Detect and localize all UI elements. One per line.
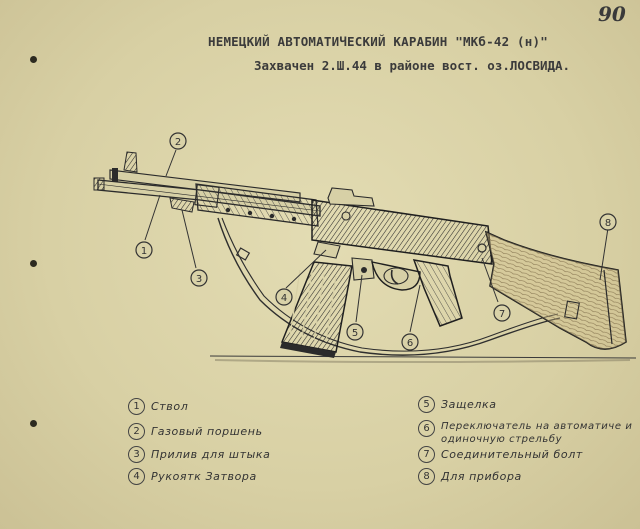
callout-circle-3 <box>190 269 208 287</box>
fire-selector <box>477 243 487 253</box>
legend-number: 1 <box>128 398 145 415</box>
legend-number: 4 <box>128 468 145 485</box>
legend-label: Газовый поршень <box>151 425 263 438</box>
diagram-title: НЕМЕЦКИЙ АВТОМАТИЧЕСКИЙ КАРАБИН "МКб-42 … <box>208 34 548 49</box>
binder-hole-top <box>30 56 37 63</box>
pistol-grip <box>412 259 463 327</box>
cocking-handle <box>313 241 341 259</box>
callout-circle-2 <box>169 132 187 150</box>
front-sight <box>123 151 138 173</box>
legend-item-5: 5 Защелка <box>418 396 497 413</box>
legend-label: Прилив для штыка <box>151 448 271 461</box>
legend-item-2: 2 Газовый поршень <box>128 423 263 440</box>
legend-item-7: 7 Соединительный болт <box>418 446 583 463</box>
ground-line <box>209 355 637 359</box>
stock-plate <box>564 300 580 320</box>
rear-sight <box>327 187 375 207</box>
legend-item-4: 4 Рукоятк Затвора <box>128 468 257 485</box>
callout-label-5: 5 <box>352 328 358 339</box>
legend-label: Переключатель на автоматиче и одиночную … <box>441 421 633 445</box>
legend-number: 5 <box>418 396 435 413</box>
callout-circle-1 <box>135 241 153 259</box>
legend-number: 3 <box>128 446 145 463</box>
callout-circle-5 <box>346 323 364 341</box>
magazine <box>280 261 353 353</box>
callout-label-8: 8 <box>605 218 611 229</box>
page-number: 90 <box>598 2 626 26</box>
callout-circle-7 <box>493 304 511 322</box>
legend-label: Защелка <box>441 398 497 411</box>
ground-shadow <box>214 359 631 363</box>
callout-circle-8 <box>599 213 617 231</box>
sling-buckle <box>235 247 251 261</box>
callout-label-3: 3 <box>196 274 202 285</box>
legend-item-1: 1 Ствол <box>128 398 188 415</box>
diagram-subtitle: Захвачен 2.Ш.44 в районе вост. оз.ЛОСВИД… <box>254 58 571 73</box>
legend-item-8: 8 Для прибора <box>418 468 522 485</box>
callout-label-4: 4 <box>281 293 287 304</box>
callout-label-7: 7 <box>499 309 505 320</box>
legend-item-3: 3 Прилив для штыка <box>128 446 270 463</box>
sling <box>217 217 561 356</box>
legend-number: 2 <box>128 423 145 440</box>
legend-label: Ствол <box>151 400 189 413</box>
legend-number: 7 <box>418 446 435 463</box>
receiver <box>311 199 493 265</box>
callout-label-2: 2 <box>175 137 181 148</box>
bayonet-lug <box>169 197 195 213</box>
legend-item-6: 6 Переключатель на автоматиче и одиночну… <box>418 420 640 446</box>
callout-label-6: 6 <box>407 338 413 349</box>
legend-label: Рукоятк Затвора <box>151 470 257 483</box>
legend-number: 8 <box>418 468 435 485</box>
legend-label: Для прибора <box>441 470 522 483</box>
callout-label-1: 1 <box>141 246 147 257</box>
stock <box>484 230 627 350</box>
binder-hole-bottom <box>30 420 37 427</box>
callout-circle-4 <box>275 288 293 306</box>
callout-circle-6 <box>401 333 419 351</box>
binder-hole-middle <box>30 260 37 267</box>
legend-label: Соединительный болт <box>441 448 583 461</box>
legend-number: 6 <box>418 420 435 437</box>
